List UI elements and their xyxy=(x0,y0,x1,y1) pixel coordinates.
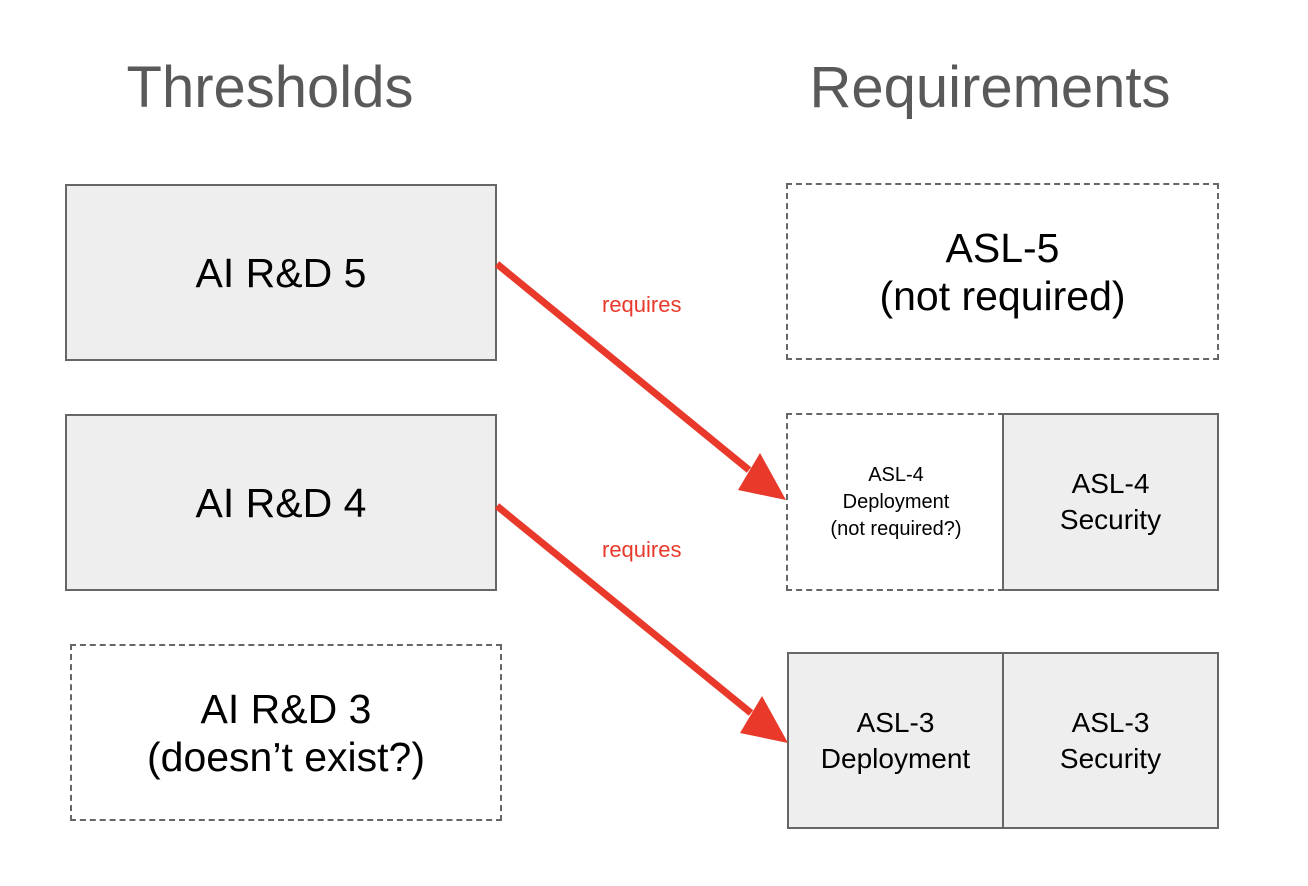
asl-4-deployment-level: ASL-4 xyxy=(868,463,924,486)
threshold-ai-rd-4-label: AI R&D 4 xyxy=(195,479,367,526)
thresholds-heading: Thresholds xyxy=(126,55,414,120)
requirements-heading: Requirements xyxy=(809,55,1171,120)
threshold-ai-rd-5-label: AI R&D 5 xyxy=(195,249,367,296)
threshold-ai-rd-3-label: AI R&D 3 xyxy=(200,685,372,732)
asl-4-security-level: ASL-4 xyxy=(1071,468,1150,499)
edge-label-requires-2: requires xyxy=(602,537,682,562)
asl-3-deployment-label: Deployment xyxy=(820,742,971,774)
asl-4-deployment-label: Deployment xyxy=(842,490,950,513)
asl-3-deployment-level: ASL-3 xyxy=(856,706,935,738)
threshold-ai-rd-4: AI R&D 4 xyxy=(65,414,497,591)
asl-3-security-label: Security xyxy=(1059,742,1162,774)
threshold-ai-rd-3: AI R&D 3 (doesn’t exist?) xyxy=(70,644,502,821)
requirement-asl-3-security: ASL-3 Security xyxy=(1002,652,1219,829)
asl-3-security-level: ASL-3 xyxy=(1071,706,1150,738)
arrow-ai-rd-5-to-asl-4 xyxy=(494,261,786,500)
requirement-asl-5-label: ASL-5 xyxy=(945,224,1060,271)
asl-4-security-label: Security xyxy=(1059,504,1162,535)
requirement-asl-4-security: ASL-4 Security xyxy=(1002,413,1219,591)
asl-4-deployment-note: (not required?) xyxy=(830,517,962,540)
arrow-ai-rd-4-to-asl-3 xyxy=(494,503,788,743)
threshold-ai-rd-3-note: (doesn’t exist?) xyxy=(146,733,425,780)
requirement-asl-5-note: (not required) xyxy=(879,272,1126,319)
threshold-ai-rd-5: AI R&D 5 xyxy=(65,184,497,361)
requirement-asl-4-deployment: ASL-4 Deployment (not required?) xyxy=(786,413,1004,591)
requirement-asl-5: ASL-5 (not required) xyxy=(786,183,1219,360)
edge-label-requires-1: requires xyxy=(602,292,682,317)
